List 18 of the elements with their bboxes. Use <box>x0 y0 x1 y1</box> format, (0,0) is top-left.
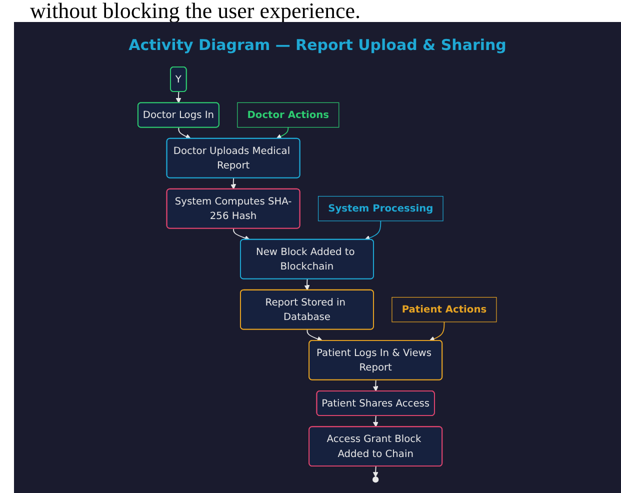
node-box: System Processing <box>318 196 444 222</box>
arrow <box>373 415 379 428</box>
arrow <box>178 127 192 140</box>
arrow <box>230 178 236 190</box>
arrow <box>276 126 289 139</box>
arrow <box>176 91 182 104</box>
arrow <box>304 278 310 290</box>
diagram-title: Activity Diagram — Report Upload & Sharing <box>128 36 508 54</box>
arrow <box>373 466 379 478</box>
page-text: without blocking the user experience. <box>30 0 361 23</box>
node-box: Doctor Actions <box>237 102 340 128</box>
arrow <box>430 321 445 342</box>
arrow <box>233 228 250 241</box>
node-circle <box>372 476 379 483</box>
arrow <box>364 220 382 241</box>
node-box: Patient Actions <box>392 296 498 322</box>
arrow <box>307 329 323 342</box>
arrow <box>373 380 379 392</box>
